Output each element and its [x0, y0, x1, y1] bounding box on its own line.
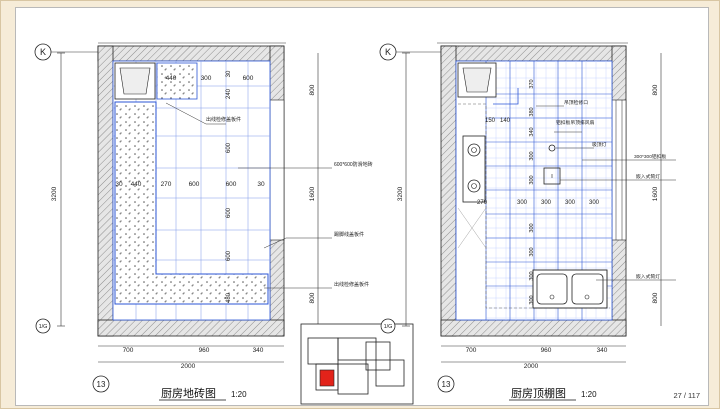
floor-note-0: 出线检修盖板件 — [206, 116, 241, 123]
ceil-bottom-dim-2: 340 — [597, 347, 608, 354]
cad-drawing: 440 300 600 30 440 270 600 600 30 30 240… — [34, 42, 700, 405]
floor-note-3: 出线检修盖板件 — [334, 281, 369, 288]
floor-note-2: 踢脚线盖板件 — [334, 231, 364, 238]
ceil-right-dim-0: 800 — [652, 84, 659, 95]
ceiling-plan-scale: 1:20 — [581, 390, 597, 399]
ceil-note-5: 嵌入式筒灯 — [636, 273, 660, 280]
ceil-bottom-dim-1: 960 — [541, 347, 552, 354]
axis-label-13: 13 — [97, 380, 106, 389]
right-dim-2: 800 — [309, 292, 316, 303]
col-dim-3: 600 — [226, 207, 232, 218]
mid-dim-1: 440 — [131, 181, 142, 188]
floor-plan-title: 厨房地砖图 — [161, 386, 216, 400]
bottom-dim-0: 700 — [123, 347, 134, 354]
bottom-total-dim: 2000 — [181, 363, 196, 370]
floor-plan-drawing: 440 300 600 30 440 270 600 600 30 30 240… — [34, 42, 373, 401]
bottom-dim-1: 960 — [199, 347, 210, 354]
ceil-mid-dim-top2: 140 — [500, 118, 511, 124]
ceil-axis-label-k: K — [385, 47, 391, 57]
keyplan-kitchen-highlight — [319, 369, 335, 387]
ceil-axis-label-13: 13 — [442, 380, 451, 389]
ceil-col-dim-1: 300 — [529, 175, 535, 184]
axis-label-k: K — [40, 47, 46, 57]
ceil-bottom-dim-0: 700 — [466, 347, 477, 354]
ceil-note-4: 嵌入式筒灯 — [636, 173, 660, 180]
axis-bubble-1g — [35, 318, 51, 334]
stove-icon — [462, 135, 486, 203]
ceiling-plan-title: 厨房顶棚图 — [511, 386, 566, 400]
ceil-top-dim-0: 370 — [529, 79, 535, 88]
floor-note-1: 600*600防滑地砖 — [334, 161, 373, 168]
ceil-mid-dim-top: 150 — [485, 118, 496, 124]
ceil-mid-dim-2: 300 — [541, 200, 552, 206]
col-dim-0: 30 — [226, 70, 232, 77]
ceil-col-dim-4: 300 — [529, 271, 535, 280]
page-number: 27 / 117 — [673, 391, 700, 400]
ceil-top-dim-2: 340 — [529, 127, 535, 136]
col-dim-2: 600 — [226, 142, 232, 153]
ceil-left-overall-dim: 3200 — [397, 186, 404, 201]
ceil-col-dim-2: 300 — [529, 223, 535, 232]
ceil-top-dim-1: 380 — [529, 107, 535, 116]
ceil-right-dim-1: 1600 — [652, 186, 659, 201]
ceil-right-dim-2: 800 — [652, 292, 659, 303]
col-dim-5: 480 — [226, 292, 232, 303]
ceil-bottom-total-dim: 2000 — [524, 363, 539, 370]
mid-dim-2: 270 — [161, 181, 172, 188]
floor-plan-scale: 1:20 — [231, 390, 247, 399]
mid-dim-4: 600 — [226, 181, 237, 188]
ceil-note-3: 300*300铝扣板 — [634, 153, 666, 160]
top-dim-2: 600 — [243, 75, 254, 82]
ceil-note-2: 吸顶灯 — [592, 141, 607, 148]
ceil-note-1: 铝扣板吊顶排风扇 — [556, 119, 595, 126]
axis-label-1g: 1/G — [39, 324, 48, 330]
right-dim-1: 1600 — [309, 186, 316, 201]
ceil-note-0: 吊顶检修口 — [564, 99, 588, 106]
sink-icon — [532, 269, 608, 309]
ceil-mid-dim-0: 270 — [477, 200, 488, 206]
bottom-dim-2: 340 — [253, 347, 264, 354]
ceil-axis-bubble-13 — [437, 375, 455, 393]
ceil-axis-bubble-1g — [380, 318, 396, 334]
ceil-mid-dim-4: 300 — [589, 200, 600, 206]
drawing-sheet: 440 300 600 30 440 270 600 600 30 30 240… — [15, 7, 709, 406]
col-dim-4: 600 — [226, 250, 232, 261]
right-dim-0: 800 — [309, 84, 316, 95]
ceil-col-dim-0: 300 — [529, 151, 535, 160]
top-dim-0: 440 — [166, 75, 177, 82]
ceil-mid-dim-1: 300 — [517, 200, 528, 206]
ceil-col-dim-3: 300 — [529, 247, 535, 256]
top-dim-1: 300 — [201, 75, 212, 82]
mid-dim-3: 600 — [189, 181, 200, 188]
col-dim-1: 240 — [226, 88, 232, 99]
key-plan — [300, 323, 414, 405]
mid-dim-5: 30 — [257, 181, 265, 188]
mid-dim-0: 30 — [115, 181, 123, 188]
ceiling-plan-drawing: 150 140 270 300 300 300 300 370 380 340 … — [379, 42, 676, 401]
ceil-axis-label-1g: 1/G — [384, 324, 393, 330]
ceil-col-dim-5: 300 — [529, 295, 535, 304]
light-icon — [543, 144, 561, 185]
left-overall-dim: 3200 — [51, 186, 58, 201]
ceil-mid-dim-3: 300 — [565, 200, 576, 206]
axis-bubble-13 — [92, 375, 110, 393]
